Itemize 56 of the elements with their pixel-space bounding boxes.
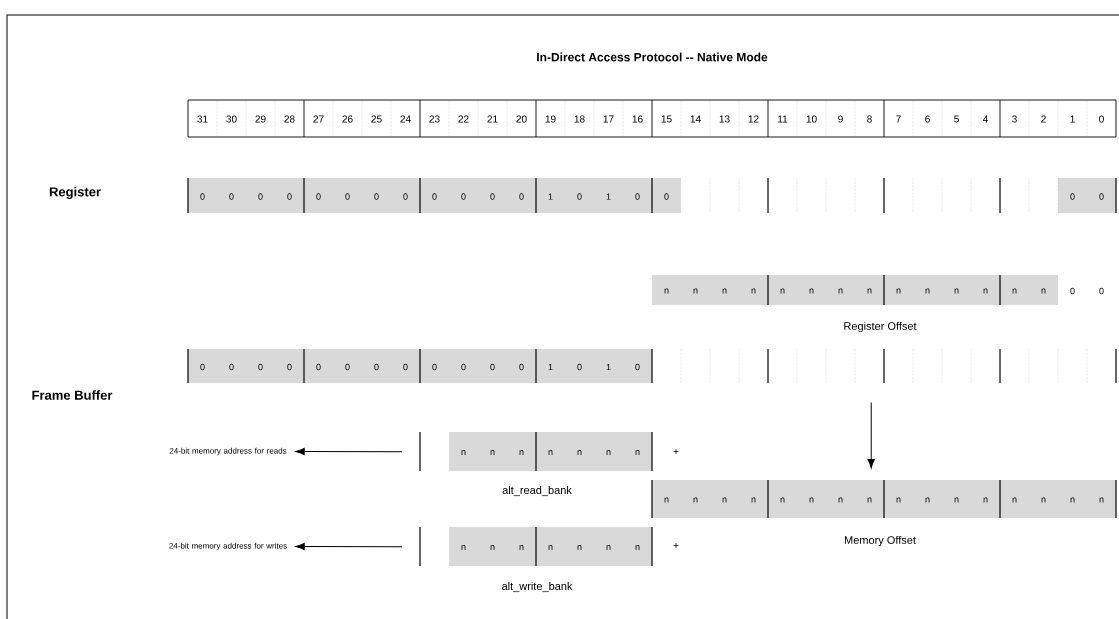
field-label: Memory Offset bbox=[844, 535, 916, 547]
bit-number: 27 bbox=[313, 115, 324, 123]
row-heading: Frame Buffer bbox=[32, 390, 113, 400]
bit-field-row: 0 0 0 0 0 0 0 0 0 0 0 0 1 0 1 0 0 0 0 bbox=[187, 177, 1117, 214]
bit-number: 7 bbox=[896, 115, 901, 123]
bit-number: 25 bbox=[371, 115, 382, 123]
bit-number: 0 bbox=[1099, 115, 1104, 123]
bit-number: 10 bbox=[806, 115, 817, 123]
bit-number: 29 bbox=[255, 115, 266, 123]
bit-number: 19 bbox=[545, 115, 556, 123]
bit-number: 15 bbox=[661, 115, 672, 123]
node-label: 0 bbox=[1070, 193, 1075, 200]
plus-sign: + bbox=[673, 449, 679, 454]
address-note: 24-bit memory address for reads bbox=[169, 447, 287, 456]
bit-number: 2 bbox=[1041, 115, 1046, 123]
bit-number: 8 bbox=[867, 115, 872, 123]
bit-number: 4 bbox=[982, 115, 988, 123]
node-label: 0 bbox=[1099, 193, 1104, 200]
bit-number: 16 bbox=[632, 115, 643, 123]
bit-number: 28 bbox=[284, 115, 295, 123]
arrow bbox=[867, 401, 875, 469]
bit-number: 6 bbox=[925, 115, 930, 123]
bit-number: 20 bbox=[516, 115, 527, 123]
plus-sign: + bbox=[673, 543, 679, 548]
bit-number: 9 bbox=[838, 115, 843, 123]
bit-field-row: 0 0 0 0 0 0 0 0 0 0 0 0 1 0 1 0 bbox=[187, 348, 1117, 384]
bit-number: 17 bbox=[603, 115, 614, 123]
arrow bbox=[295, 542, 403, 551]
bit-number: 3 bbox=[1012, 115, 1017, 123]
bit-number: 1 bbox=[1070, 115, 1075, 123]
bit-number: 31 bbox=[197, 115, 208, 123]
bit-number: 30 bbox=[226, 115, 237, 123]
field-label: alt_read_bank bbox=[502, 485, 572, 497]
bit-number: 18 bbox=[574, 115, 585, 123]
row-heading: Register bbox=[49, 186, 101, 200]
node-label: 0 bbox=[1070, 287, 1075, 295]
field-label: alt_write_bank bbox=[502, 581, 573, 593]
bit-number: 13 bbox=[719, 115, 730, 123]
field-label: Register Offset bbox=[844, 321, 917, 333]
bit-number: 14 bbox=[690, 115, 701, 123]
bit-number: 11 bbox=[778, 115, 788, 123]
bit-number: 23 bbox=[429, 115, 440, 123]
arrow bbox=[295, 447, 403, 456]
bit-number: 21 bbox=[487, 115, 498, 123]
bit-number: 12 bbox=[748, 115, 759, 123]
bit-number: 26 bbox=[342, 115, 353, 123]
bit-number: 24 bbox=[400, 115, 411, 123]
bit-number: 22 bbox=[458, 115, 469, 123]
bit-field-row: n n n n n n n n n n n n n n n n bbox=[651, 479, 1117, 519]
bit-field-row: n n n n n n n bbox=[419, 431, 653, 472]
bit-number: 5 bbox=[954, 115, 959, 123]
node-label: 0 bbox=[1099, 287, 1104, 295]
title: In-Direct Access Protocol -- Native Mode bbox=[537, 52, 768, 62]
address-note: 24-bit memory address for writes bbox=[169, 542, 287, 551]
bit-field-row: n n n n n n n n n n n n n n 0 0 bbox=[652, 274, 1104, 306]
bit-field-row: n n n n n n n bbox=[419, 526, 653, 567]
